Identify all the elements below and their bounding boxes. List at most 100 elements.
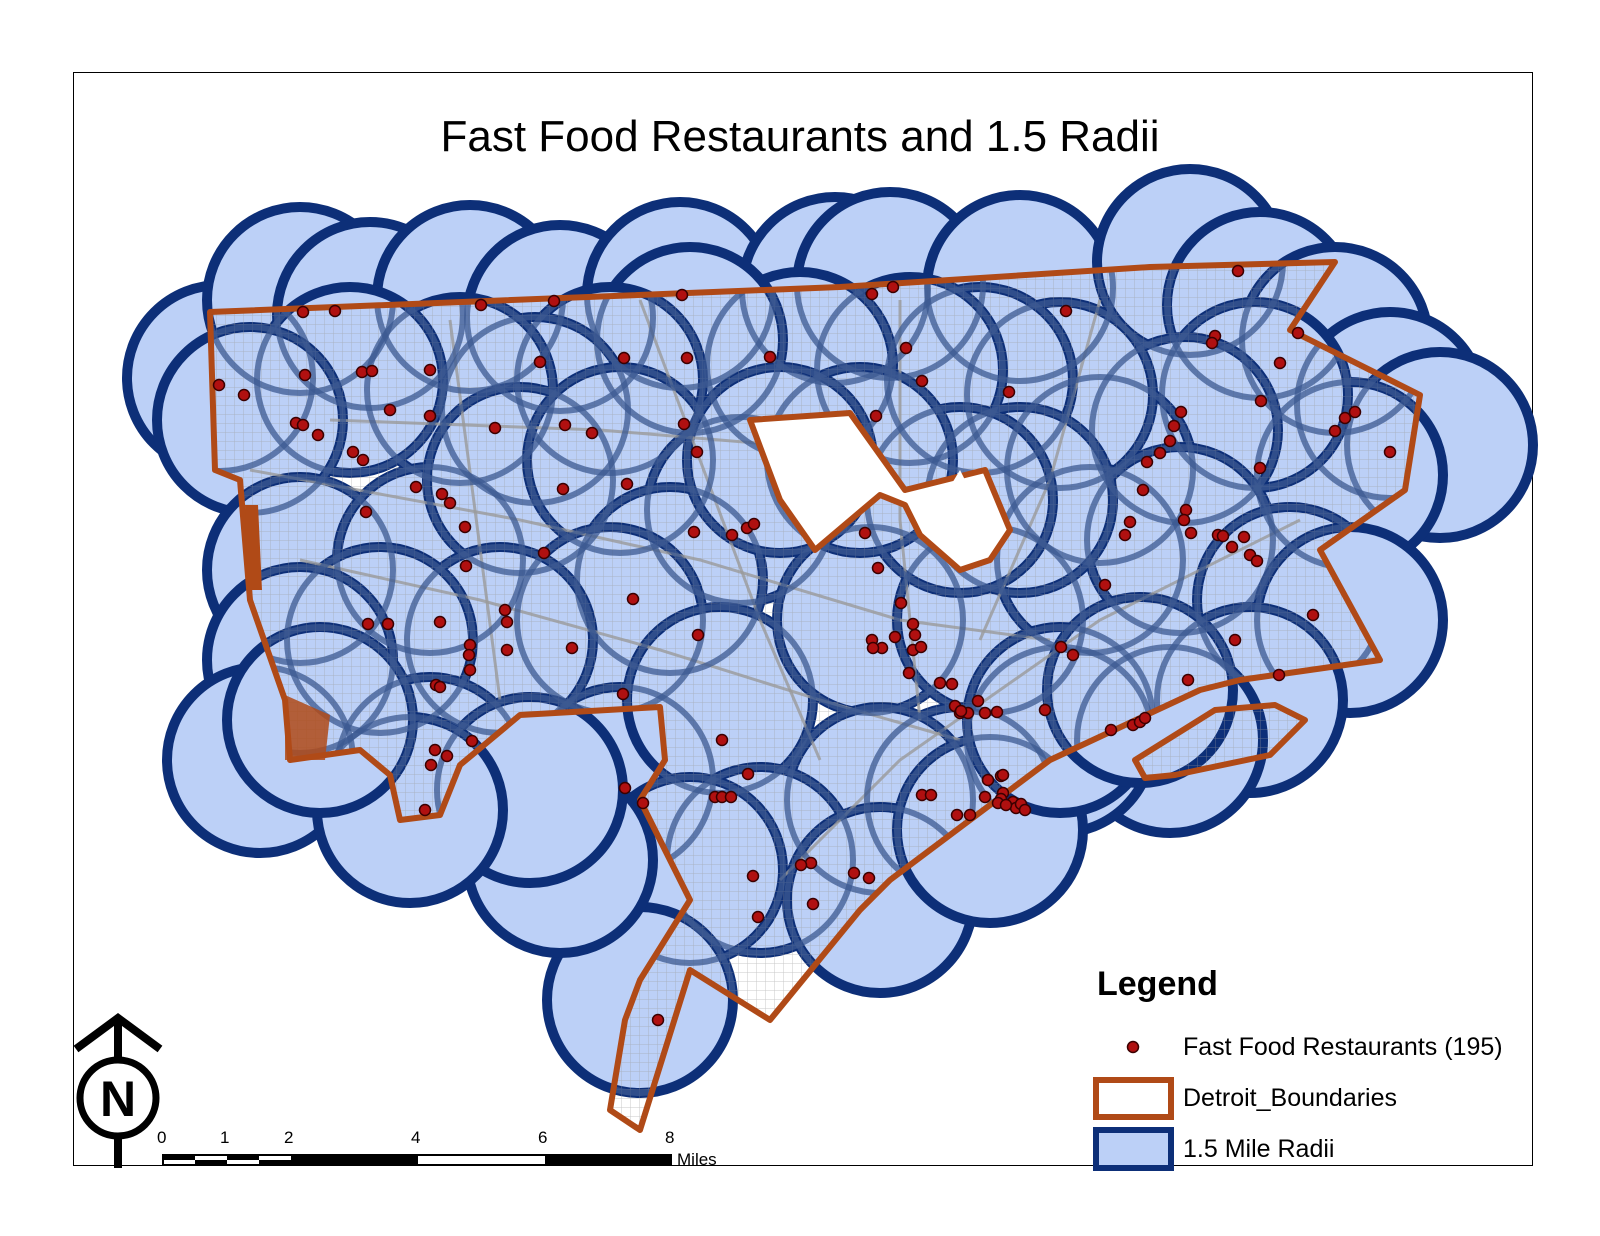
restaurant-point: [950, 808, 964, 822]
legend-label-boundaries: Detroit_Boundaries: [1183, 1084, 1398, 1112]
restaurant-point: [794, 858, 808, 872]
restaurant-point: [465, 734, 479, 748]
radius-circle-outline: [924, 262, 1116, 384]
restaurant-point: [1216, 529, 1230, 543]
scale-unit: Miles: [677, 1150, 717, 1169]
restaurant-point: [311, 428, 325, 442]
restaurant-point: [463, 663, 477, 677]
restaurant-point: [1179, 503, 1193, 517]
restaurant-point: [687, 525, 701, 539]
restaurant-point: [924, 788, 938, 802]
radius-circle-outline: [574, 484, 766, 676]
restaurant-point: [1225, 540, 1239, 554]
legend-point-icon: [1126, 1040, 1140, 1054]
legend-label-radii: 1.5 Mile Radii: [1183, 1135, 1335, 1163]
restaurant-point: [1205, 336, 1219, 350]
restaurant-point: [1273, 356, 1287, 370]
restaurant-point: [547, 294, 561, 308]
restaurant-point: [888, 630, 902, 644]
restaurant-point: [675, 288, 689, 302]
restaurant-point: [1118, 528, 1132, 542]
restaurant-point: [899, 341, 913, 355]
restaurant-point: [1138, 711, 1152, 725]
restaurant-point: [763, 350, 777, 364]
restaurant-point: [328, 304, 342, 318]
restaurant-point: [346, 445, 360, 459]
scale-tick-2: 2: [284, 1128, 294, 1147]
scale-segment: [227, 1155, 259, 1160]
restaurant-point: [690, 445, 704, 459]
restaurant-point: [963, 808, 977, 822]
radius-circle-outline: [1094, 262, 1286, 358]
restaurant-point: [914, 640, 928, 654]
scale-segment: [259, 1160, 291, 1165]
restaurant-point: [747, 517, 761, 531]
restaurant-point: [1237, 530, 1251, 544]
radius-circle-outline: [1344, 349, 1420, 541]
restaurant-point: [886, 280, 900, 294]
restaurant-point: [1059, 304, 1073, 318]
restaurant-point: [418, 803, 432, 817]
scale-segment: [163, 1155, 195, 1160]
restaurant-point: [906, 617, 920, 631]
restaurant-point: [359, 505, 373, 519]
scale-segment: [195, 1160, 227, 1165]
restaurant-point: [1383, 445, 1397, 459]
legend-title: Legend: [1097, 965, 1218, 1003]
restaurant-point: [474, 298, 488, 312]
restaurant-point: [677, 417, 691, 431]
restaurant-point: [933, 676, 947, 690]
restaurant-point: [869, 409, 883, 423]
north-arrow-letter: N: [100, 1071, 136, 1127]
restaurant-point: [978, 790, 992, 804]
restaurant-point: [1177, 513, 1191, 527]
scale-tick-8: 8: [665, 1128, 675, 1147]
restaurant-point: [858, 526, 872, 540]
restaurant-point: [741, 767, 755, 781]
radius-circle-outline: [524, 364, 716, 556]
restaurant-point: [915, 374, 929, 388]
restaurant-point: [1018, 803, 1032, 817]
restaurant-point: [971, 694, 985, 708]
restaurant-point: [383, 403, 397, 417]
restaurant-point: [361, 617, 375, 631]
north-arrow-circle: [76, 1056, 160, 1140]
restaurant-point: [537, 546, 551, 560]
restaurant-point: [804, 856, 818, 870]
restaurant-point: [691, 628, 705, 642]
restaurant-point: [1348, 405, 1362, 419]
enclave-gap: [945, 470, 975, 520]
radius-circle-outline: [424, 384, 616, 576]
restaurant-point: [981, 773, 995, 787]
restaurant-point: [617, 351, 631, 365]
legend-radius-icon: [1093, 1127, 1174, 1171]
boundary-strip: [245, 505, 262, 590]
restaurant-point: [1153, 446, 1167, 460]
restaurant-point: [894, 596, 908, 610]
restaurant-point: [558, 418, 572, 432]
restaurant-point: [847, 866, 861, 880]
restaurant-point: [424, 758, 438, 772]
map-title: Fast Food Restaurants and 1.5 Radii: [440, 112, 1160, 161]
restaurant-point: [423, 409, 437, 423]
restaurant-point: [1250, 554, 1264, 568]
restaurant-point: [620, 477, 634, 491]
radius-circle-outline: [464, 262, 656, 414]
restaurant-point: [500, 643, 514, 657]
restaurant-point: [1228, 633, 1242, 647]
restaurant-point: [296, 305, 310, 319]
restaurant-point: [866, 641, 880, 655]
restaurant-point: [1328, 424, 1342, 438]
restaurant-point: [433, 615, 447, 629]
legend-label-restaurants: Fast Food Restaurants (195): [1183, 1033, 1503, 1061]
restaurant-point: [1123, 515, 1137, 529]
north-arrow: N: [73, 1013, 163, 1168]
scale-tick-4: 4: [411, 1128, 421, 1147]
restaurant-point: [1098, 578, 1112, 592]
restaurant-point: [978, 706, 992, 720]
restaurant-point: [1136, 483, 1150, 497]
restaurant-point: [725, 528, 739, 542]
boundary-strip: [285, 695, 330, 760]
restaurant-point: [1291, 326, 1305, 340]
restaurant-point: [462, 648, 476, 662]
